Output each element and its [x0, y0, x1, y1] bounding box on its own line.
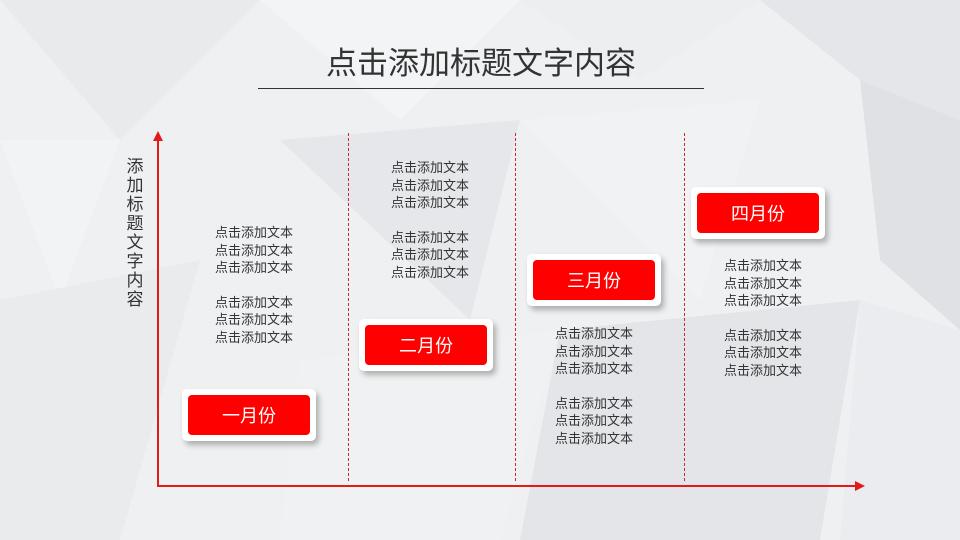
text-line: 点击添加文本: [723, 328, 802, 344]
month-badge-mar[interactable]: 三月份: [527, 254, 661, 306]
page-title[interactable]: 点击添加标题文字内容: [326, 46, 636, 82]
month-label: 二月份: [365, 325, 487, 365]
text-block-mar[interactable]: 点击添加文本 点击添加文本 点击添加文本 点击添加文本 点击添加文本 点击添加文…: [539, 326, 649, 448]
text-line: 点击添加文本: [214, 330, 293, 346]
text-line: 点击添加文本: [554, 327, 633, 342]
text-line: 点击添加文本: [723, 346, 802, 361]
month-badge-feb[interactable]: 二月份: [359, 319, 493, 371]
text-line: 点击添加文本: [214, 313, 293, 328]
text-line: 点击添加文本: [390, 178, 469, 194]
text-line: 点击添加文本: [390, 230, 469, 246]
text-line: 点击添加文本: [214, 243, 293, 259]
month-label: 三月份: [533, 260, 655, 300]
text-line: 点击添加文本: [723, 276, 802, 292]
text-line: 点击添加文本: [723, 363, 802, 379]
text-line: 点击添加文本: [554, 431, 633, 447]
text-line: 点击添加文本: [723, 259, 802, 274]
text-line: 点击添加文本: [214, 226, 293, 241]
month-label: 一月份: [188, 395, 310, 435]
column-divider: [684, 133, 685, 481]
column-divider: [515, 133, 516, 481]
x-axis-arrow-icon: [855, 481, 865, 491]
month-badge-apr[interactable]: 四月份: [691, 187, 825, 239]
title-underline: [258, 88, 704, 89]
month-label: 四月份: [697, 193, 819, 233]
text-line: 点击添加文本: [554, 414, 633, 429]
text-block-feb[interactable]: 点击添加文本 点击添加文本 点击添加文本 点击添加文本 点击添加文本 点击添加文…: [375, 160, 485, 282]
text-line: 点击添加文本: [214, 295, 293, 311]
text-line: 点击添加文本: [390, 265, 469, 281]
y-axis-label[interactable]: 添加标题文字内容: [126, 157, 144, 310]
text-line: 点击添加文本: [554, 362, 633, 377]
month-badge-jan[interactable]: 一月份: [182, 389, 316, 441]
text-line: 点击添加文本: [214, 261, 293, 276]
text-line: 点击添加文本: [554, 344, 633, 360]
y-axis-line: [157, 140, 159, 487]
y-axis-arrow-icon: [153, 131, 163, 141]
text-line: 点击添加文本: [390, 248, 469, 263]
x-axis-line: [158, 485, 856, 487]
text-line: 点击添加文本: [390, 196, 469, 211]
text-line: 点击添加文本: [390, 161, 469, 176]
text-block-apr[interactable]: 点击添加文本 点击添加文本 点击添加文本 点击添加文本 点击添加文本 点击添加文…: [708, 258, 818, 380]
column-divider: [348, 133, 349, 481]
text-line: 点击添加文本: [723, 294, 802, 309]
text-line: 点击添加文本: [554, 396, 633, 412]
text-block-jan[interactable]: 点击添加文本 点击添加文本 点击添加文本 点击添加文本 点击添加文本 点击添加文…: [199, 225, 309, 347]
